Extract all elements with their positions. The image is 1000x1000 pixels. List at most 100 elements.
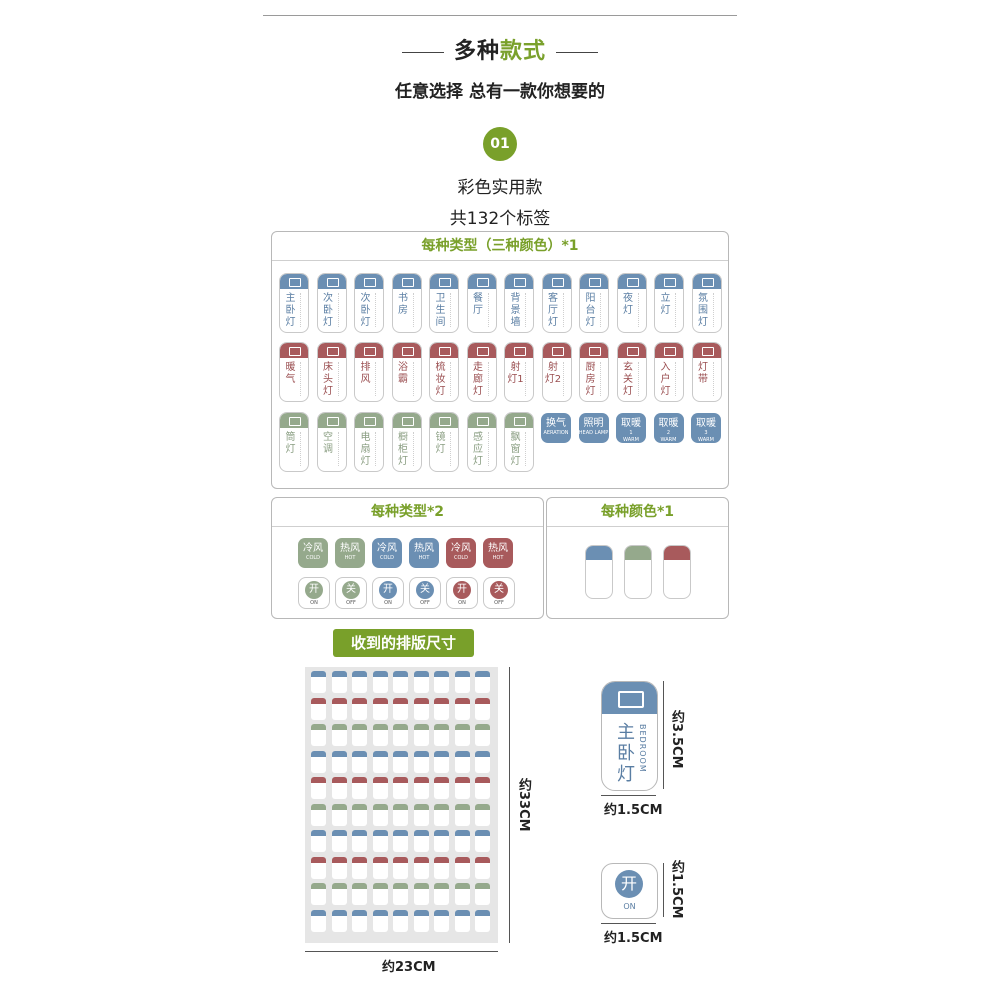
sticker-chinese-label: 射灯2	[544, 362, 562, 385]
mini-sticker-cap	[434, 697, 449, 704]
sheet-width-line	[305, 951, 498, 952]
mini-sticker	[331, 777, 347, 799]
mini-sticker	[475, 697, 490, 720]
sticker-cap	[655, 343, 683, 358]
mini-sticker-cap	[331, 803, 347, 810]
sticker-chinese-label: 主卧灯	[617, 722, 635, 785]
pill-english-label: HOT	[418, 555, 430, 561]
mini-sticker-cap	[475, 777, 490, 783]
sticker-chinese-label: 夜灯	[623, 293, 633, 316]
sticker-chinese-label: 镜灯	[435, 432, 446, 455]
mini-sticker	[454, 856, 470, 879]
sticker-english-label	[412, 293, 419, 327]
pill-english-label: WARM	[660, 437, 677, 443]
mini-sticker	[352, 856, 367, 879]
mini-sticker	[311, 803, 326, 826]
mini-sticker-cap	[311, 830, 326, 836]
label-sticker: 飘窗灯	[504, 412, 534, 472]
mini-sticker-cap	[311, 697, 326, 704]
sticker-chinese-label: 感应灯	[473, 432, 483, 467]
sticker-cap	[430, 413, 458, 428]
mini-sticker-cap	[454, 671, 470, 677]
mini-sticker-cap	[475, 803, 490, 810]
spotlight-icon	[514, 347, 526, 356]
mini-sticker	[311, 671, 326, 693]
mini-sticker-cap	[475, 750, 490, 757]
mini-sticker-cap	[372, 724, 388, 730]
mini-sticker	[372, 724, 388, 746]
mini-sticker-cap	[352, 750, 367, 757]
tv-icon	[514, 278, 526, 287]
label-sticker: 排风	[354, 342, 384, 402]
sticker-english-label	[562, 293, 569, 327]
mini-sticker-cap	[372, 909, 388, 916]
sticker-chinese-label: 氛围灯	[698, 293, 708, 328]
mini-sticker	[475, 803, 490, 826]
mini-sticker	[352, 724, 367, 746]
sticker-chinese-label: 次卧灯	[360, 293, 371, 328]
sticker-english-label	[337, 432, 344, 466]
mirror-icon	[439, 417, 451, 426]
sticker-cap	[355, 343, 383, 358]
pill-english-label: HEAD LAMP	[578, 430, 609, 436]
big-height-line	[663, 681, 664, 789]
mirror-icon	[439, 347, 451, 356]
sticker-cap	[280, 343, 308, 358]
label-sticker: 镜灯	[429, 412, 459, 472]
pill-chinese-label: 照明	[583, 418, 604, 429]
mini-sticker-cap	[372, 671, 388, 677]
bedside-lamp-icon	[326, 347, 339, 356]
pill-chinese-label: 冷风	[451, 543, 471, 554]
sticker-cap	[505, 413, 533, 428]
section-heading: 多种款式	[0, 33, 1000, 65]
mini-sticker-cap	[372, 830, 388, 836]
mini-sticker	[393, 697, 408, 720]
label-sticker: 射灯2	[541, 342, 572, 402]
mini-sticker-cap	[413, 830, 429, 836]
sticker-english-label	[637, 362, 644, 396]
mini-sticker	[434, 830, 449, 852]
mini-sticker	[393, 909, 408, 932]
utensils-icon	[476, 278, 489, 287]
sticker-cap	[355, 274, 383, 289]
label-sticker: 电扇灯	[354, 412, 384, 472]
pill-chinese-label: 热风	[340, 543, 360, 554]
sticker-sheet-preview	[305, 667, 498, 943]
label-sticker: 厨房灯	[579, 342, 609, 402]
mini-sticker-cap	[413, 803, 429, 810]
label-sticker: 夜灯	[616, 273, 647, 333]
mini-sticker-cap	[454, 777, 470, 783]
mini-sticker-cap	[372, 803, 388, 810]
pill-chinese-label: 取暖	[621, 418, 641, 429]
sticker-english-label	[525, 362, 531, 396]
bed-icon	[618, 691, 644, 708]
sticker-chinese-label: 飘窗灯	[510, 432, 521, 467]
sticker-cap	[355, 413, 383, 428]
sticker-english-label	[712, 293, 719, 327]
sticker-english-label	[600, 362, 606, 396]
label-sticker: 灯带	[691, 342, 722, 402]
mini-sticker-cap	[352, 883, 367, 889]
sticker-cap	[392, 413, 421, 428]
mini-sticker	[372, 856, 388, 879]
sticker-cap	[692, 343, 721, 358]
mini-sticker-cap	[434, 724, 449, 730]
mini-sticker	[434, 883, 449, 905]
sticker-cap	[467, 343, 496, 358]
sticker-english-label	[375, 432, 381, 466]
mini-sticker	[311, 697, 326, 720]
pill-english-label: COLD	[379, 555, 395, 561]
label-sticker: 客厅灯	[541, 273, 572, 333]
sticker-chinese-label: 厨房灯	[585, 362, 596, 397]
mini-sticker-cap	[454, 909, 470, 916]
on-circle: 开	[615, 870, 643, 898]
mini-sticker	[434, 777, 449, 799]
round-height-label: 约1.5CM	[669, 860, 684, 919]
mini-sticker	[413, 883, 429, 905]
